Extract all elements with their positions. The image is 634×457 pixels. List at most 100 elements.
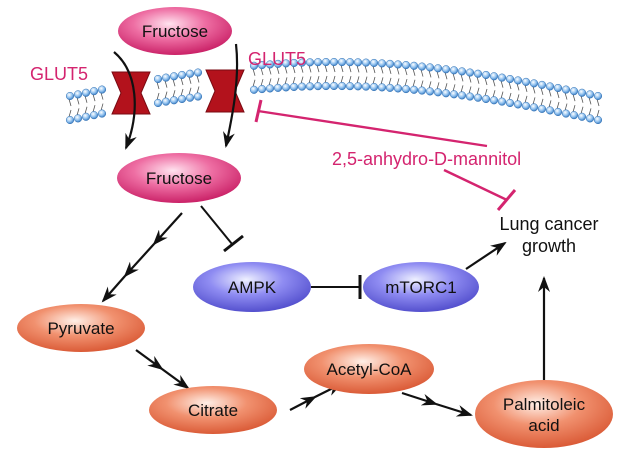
fructose-to-pyruvate-arrow-2 [123, 243, 155, 278]
lipid-tail [428, 81, 432, 89]
lipid-bilayer-membrane [65, 57, 603, 125]
lipid-head [409, 61, 419, 70]
lipid-tail [484, 88, 488, 97]
fructose-to-pyruvate-arrow-1 [152, 212, 183, 246]
lipid-tail [196, 75, 200, 83]
fructose-mid-label: Fructose [146, 169, 212, 188]
lipid-head [361, 82, 371, 91]
lipid-tail [164, 80, 168, 88]
lipid-head [385, 83, 395, 92]
lipid-head [393, 84, 403, 93]
lipid-head [153, 98, 163, 108]
lipid-tail [332, 64, 336, 73]
glut5-right-label: GLUT5 [248, 49, 306, 69]
lipid-head [169, 96, 179, 105]
lipid-tail [348, 65, 352, 73]
lipid-tail [476, 87, 480, 95]
lipid-tail [300, 65, 304, 73]
lipid-head [585, 114, 595, 123]
lipid-head [329, 81, 339, 91]
lipid-tail [380, 66, 384, 74]
inhibitor-to-growth-line [443, 168, 508, 202]
lipid-head [585, 90, 595, 99]
outcome-label-line2: growth [522, 236, 576, 256]
lipid-head [521, 77, 531, 86]
lipid-head [577, 88, 587, 97]
lipid-head [337, 81, 347, 91]
lipid-tail [76, 97, 80, 105]
lipid-head [321, 81, 331, 91]
lipid-head [81, 88, 91, 97]
lipid-tail [380, 77, 384, 85]
lipid-head [73, 114, 83, 123]
palmitoleic-label-line2: acid [528, 416, 559, 435]
acetylcoa-to-palmitoleic-arrow-1 [401, 391, 438, 406]
lipid-head [481, 70, 491, 80]
lipid-head [297, 82, 307, 91]
lipid-tail [508, 81, 512, 90]
lipid-head [329, 57, 339, 67]
palmitoleic-label-line1: Palmitoleic [503, 395, 586, 414]
lipid-tail [412, 79, 416, 87]
lipid-tail [100, 92, 104, 100]
lipid-head [401, 85, 411, 94]
lipid-tail [476, 76, 480, 84]
fructose-inhibits-ampk-line [200, 205, 233, 245]
lipid-head [161, 97, 171, 106]
lipid-head [313, 58, 323, 67]
lipid-tail [468, 86, 472, 94]
lipid-head [249, 85, 259, 94]
lipid-tail [196, 86, 200, 94]
lipid-head [417, 62, 427, 71]
transport-arrow-left [113, 51, 137, 150]
lipid-tail [436, 82, 440, 90]
lipid-tail [276, 66, 280, 74]
lipid-tail [452, 73, 456, 81]
lipid-tail [268, 78, 272, 86]
lipid-head [281, 83, 291, 92]
lipid-head [353, 58, 363, 67]
lipid-head [497, 97, 507, 106]
lipid-tail [516, 94, 520, 102]
glut5-left-label: GLUT5 [30, 64, 88, 84]
lipid-tail [252, 79, 256, 87]
lipid-tail [508, 92, 512, 101]
lipid-tail [572, 105, 576, 113]
glut5-transporter-right [205, 69, 245, 113]
lipid-head [385, 59, 395, 68]
transport-arrow-right [223, 43, 239, 148]
lipid-tail [188, 76, 192, 84]
lipid-tail [548, 100, 552, 108]
lipid-tail [292, 65, 296, 74]
citrate-to-acetylcoa-arrow-1 [289, 396, 317, 411]
lipid-head [185, 69, 195, 78]
lipid-tail [572, 94, 576, 102]
lipid-head [177, 94, 187, 104]
lipid-head [257, 85, 267, 94]
lipid-head [433, 88, 443, 97]
lipid-head [513, 100, 523, 109]
lipid-head [417, 86, 427, 95]
lipid-head [177, 70, 187, 80]
lipid-head [449, 66, 459, 75]
lipid-head [377, 83, 387, 92]
lipid-head [409, 85, 419, 94]
lipid-tail [428, 70, 432, 78]
lipid-head [513, 76, 523, 85]
lipid-tail [444, 83, 448, 91]
outcome-label-line1: Lung cancer [499, 214, 598, 234]
fructose-inhibits-ampk-bar [223, 234, 244, 253]
lipid-tail [396, 78, 400, 86]
lipid-head [369, 58, 379, 68]
lipid-head [297, 58, 307, 67]
palmitoleic-node [475, 380, 613, 448]
lipid-head [553, 107, 563, 117]
lipid-head [89, 87, 99, 96]
lipid-head [273, 83, 283, 92]
lipid-tail [252, 68, 256, 76]
lipid-tail [324, 75, 328, 84]
lipid-head [265, 84, 275, 93]
lipid-tail [372, 76, 376, 85]
lipid-head [569, 87, 579, 96]
lipid-tail [92, 94, 96, 102]
